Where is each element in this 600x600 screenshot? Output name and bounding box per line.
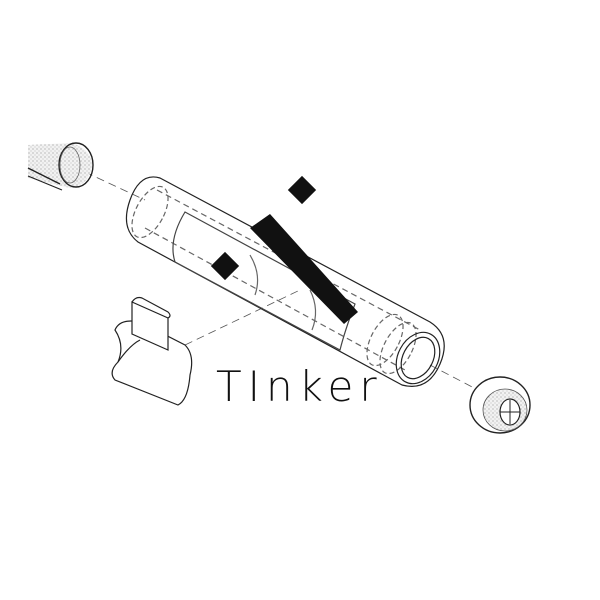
diagonal-bar-mark xyxy=(250,214,358,324)
wordmark: TInker xyxy=(216,362,383,411)
left-end-cap-icon xyxy=(27,142,94,191)
usb-c-clip-icon xyxy=(111,296,193,406)
diamond-left-mark xyxy=(210,251,240,281)
diamond-top-mark xyxy=(287,175,317,205)
right-end-cap-icon xyxy=(469,376,531,434)
axis-lines xyxy=(84,171,479,391)
overlay-marks xyxy=(210,175,358,324)
